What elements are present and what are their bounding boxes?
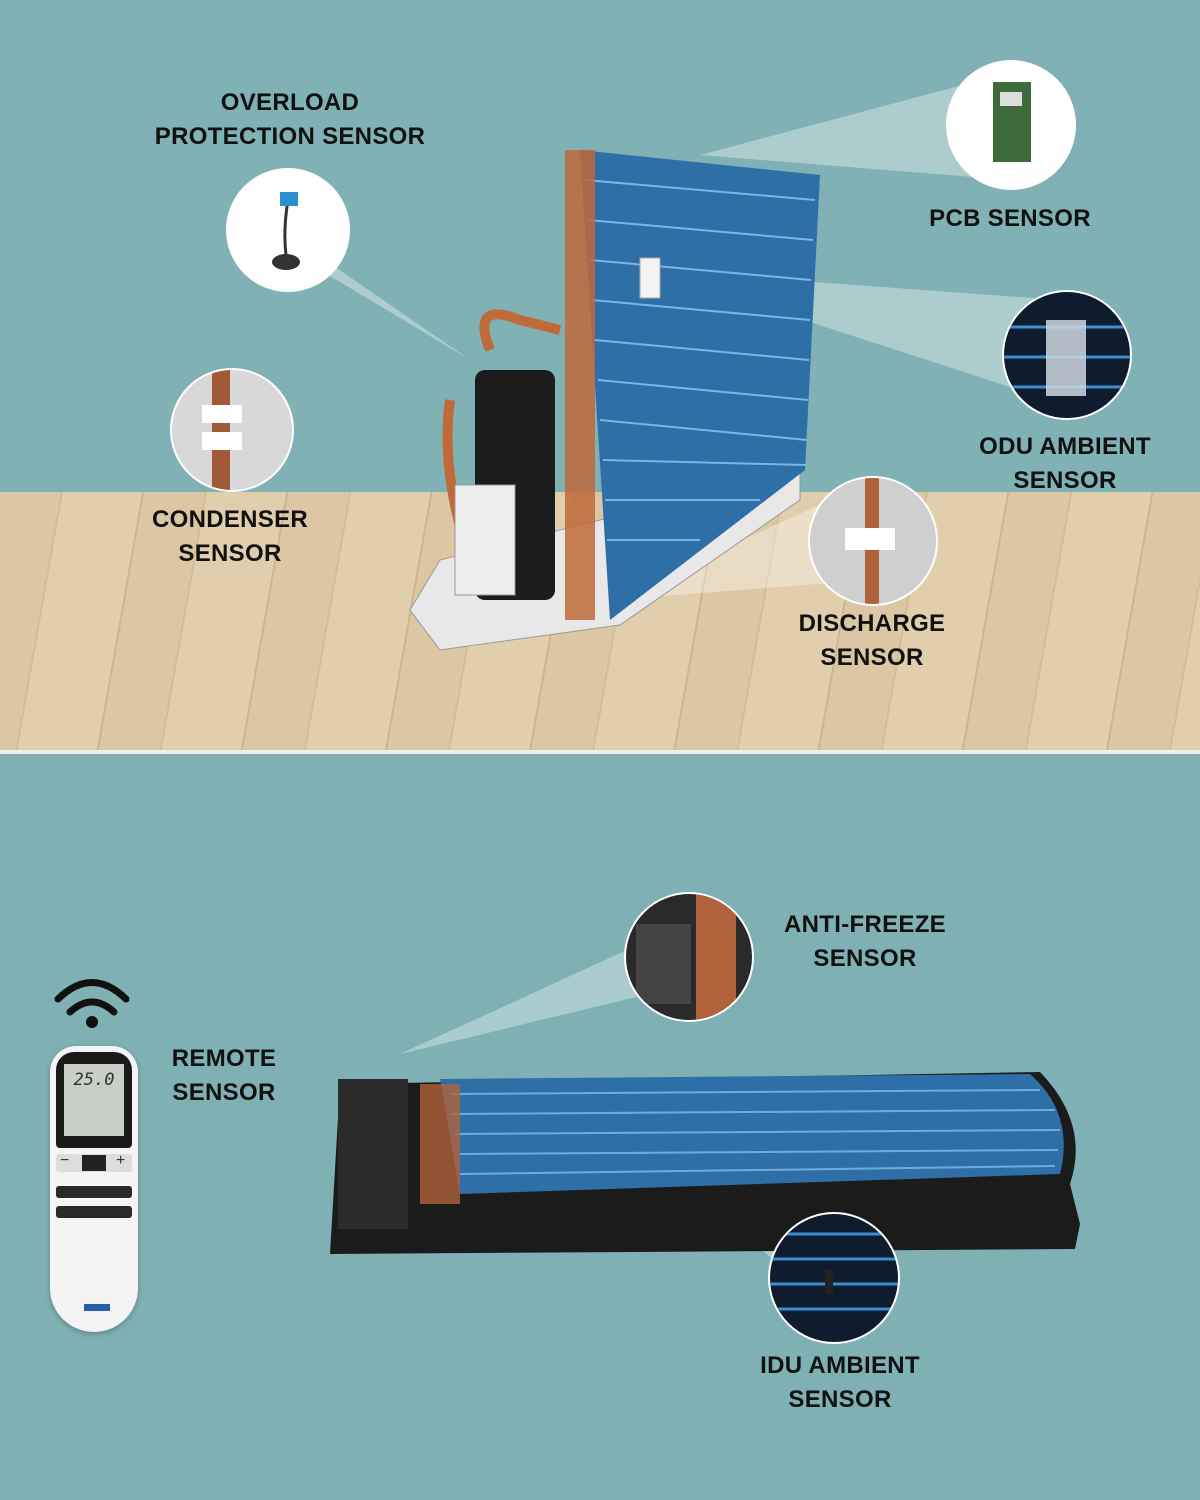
remote-minus-button: − xyxy=(60,1152,70,1169)
anti-freeze-sensor-callout xyxy=(624,892,754,1022)
label-line: ODU AMBIENT xyxy=(979,433,1151,460)
label-line: OVERLOAD xyxy=(220,89,360,116)
label-anti-freeze-sensor: ANTI-FREEZE SENSOR xyxy=(770,908,960,976)
label-line: SENSOR xyxy=(788,1386,892,1413)
label-idu-ambient-sensor: IDU AMBIENT SENSOR xyxy=(740,1349,940,1417)
remote-lcd: 25.0 xyxy=(64,1064,124,1136)
pcb-sensor-callout xyxy=(946,60,1076,190)
label-line: DISCHARGE xyxy=(798,610,946,637)
label-line: CONDENSER xyxy=(151,506,309,533)
label-line: SENSOR xyxy=(820,644,924,671)
indoor-unit-panel: 25.0 − + ANTI-FREEZE SENSOR REMOTE SENSO… xyxy=(0,754,1200,1500)
idu-ambient-sensor-callout xyxy=(768,1212,900,1344)
beam-pcb xyxy=(700,75,1010,180)
odu-ambient-sensor-callout xyxy=(1002,290,1132,420)
section-divider xyxy=(0,750,1200,754)
copper-tubes xyxy=(565,150,595,620)
condenser-sensor-callout xyxy=(170,368,294,492)
label-line: IDU AMBIENT xyxy=(760,1352,920,1379)
label-line: REMOTE xyxy=(171,1045,277,1072)
label-overload-protection-sensor: OVERLOAD PROTECTION SENSOR xyxy=(140,86,440,154)
label-line: ANTI-FREEZE xyxy=(784,911,946,938)
label-line: SENSOR xyxy=(813,945,917,972)
remote-plus-button: + xyxy=(116,1152,126,1169)
label-line: SENSOR xyxy=(178,540,282,567)
remote-temperature-display: 25.0 xyxy=(73,1070,115,1090)
remote-control: 25.0 − + xyxy=(50,1046,138,1332)
outdoor-unit-panel: OVERLOAD PROTECTION SENSOR PCB SENSOR OD… xyxy=(0,60,1200,750)
label-condenser-sensor: CONDENSER SENSOR xyxy=(130,503,330,571)
label-line: PCB SENSOR xyxy=(929,205,1091,232)
label-line: SENSOR xyxy=(1013,467,1117,494)
wifi-icon xyxy=(54,979,130,1016)
label-odu-ambient-sensor: ODU AMBIENT SENSOR xyxy=(960,430,1170,498)
odu-sensor-clip xyxy=(639,257,661,299)
label-discharge-sensor: DISCHARGE SENSOR xyxy=(772,607,972,675)
discharge-sensor-callout xyxy=(808,476,938,606)
evaporator-coil xyxy=(440,1074,1064,1194)
outdoor-unit-illustration xyxy=(260,75,1060,651)
label-line: PROTECTION SENSOR xyxy=(154,123,426,150)
indoor-unit-illustration xyxy=(54,944,1080,1334)
label-pcb-sensor: PCB SENSOR xyxy=(910,202,1110,236)
overload-sensor-callout xyxy=(226,168,350,292)
label-line: SENSOR xyxy=(172,1079,276,1106)
label-remote-sensor: REMOTE SENSOR xyxy=(154,1042,294,1110)
beam-anti-freeze xyxy=(400,944,690,1054)
